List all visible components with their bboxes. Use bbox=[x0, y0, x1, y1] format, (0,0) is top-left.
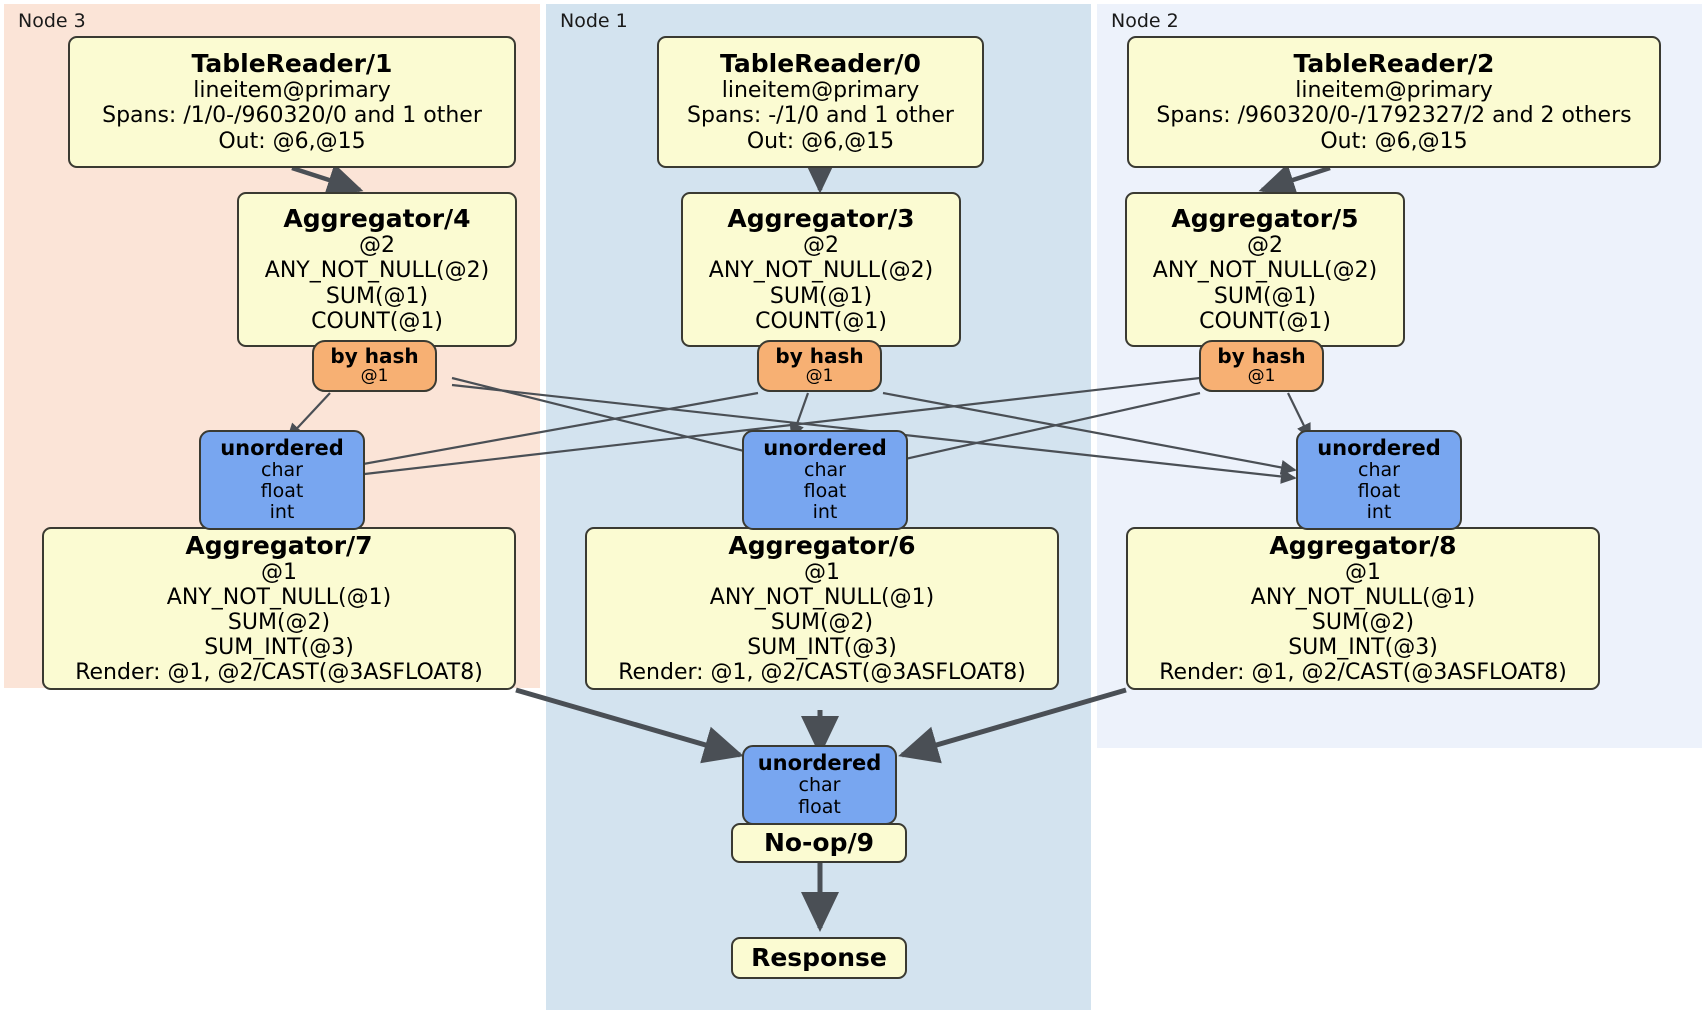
synchronizer-type: float bbox=[260, 479, 304, 502]
processor-detail-line: ANY_NOT_NULL(@1) bbox=[1250, 584, 1476, 610]
processor-detail-line: ANY_NOT_NULL(@2) bbox=[1152, 258, 1378, 284]
processor-detail-line: SUM(@1) bbox=[1213, 283, 1317, 309]
processor-title: Aggregator/5 bbox=[1171, 204, 1359, 234]
processor-detail-line: @1 bbox=[804, 559, 840, 585]
synchronizer-type: float bbox=[798, 795, 841, 818]
synchronizer-unordered-right[interactable]: unordered char float int bbox=[1296, 430, 1462, 530]
processor-detail-line: SUM(@2) bbox=[227, 609, 331, 635]
processor-title: No-op/9 bbox=[763, 828, 875, 857]
processor-aggregator-7[interactable]: Aggregator/7 @1 ANY_NOT_NULL(@1) SUM(@2)… bbox=[42, 527, 516, 690]
processor-title: Aggregator/8 bbox=[1269, 530, 1457, 560]
processor-detail-line: SUM_INT(@3) bbox=[1288, 635, 1438, 661]
processor-table-reader-0[interactable]: TableReader/0 lineitem@primary Spans: -/… bbox=[657, 36, 984, 168]
processor-noop-9[interactable]: No-op/9 bbox=[731, 823, 907, 863]
processor-title: TableReader/1 bbox=[191, 49, 393, 79]
processor-response[interactable]: Response bbox=[731, 937, 907, 979]
processor-aggregator-8[interactable]: Aggregator/8 @1 ANY_NOT_NULL(@1) SUM(@2)… bbox=[1126, 527, 1600, 690]
region-node-2-label: Node 2 bbox=[1111, 10, 1179, 32]
synchronizer-type: char bbox=[261, 458, 303, 481]
processor-title: Aggregator/7 bbox=[185, 530, 373, 560]
synchronizer-type: int bbox=[269, 501, 295, 524]
processor-detail-line: SUM_INT(@3) bbox=[204, 635, 354, 661]
processor-detail-line: @2 bbox=[359, 233, 395, 259]
processor-detail-line: SUM(@1) bbox=[769, 283, 873, 309]
synchronizer-type: char bbox=[804, 458, 846, 481]
processor-title: TableReader/0 bbox=[720, 49, 921, 79]
router-detail-line: @1 bbox=[805, 366, 834, 387]
router-title: by hash bbox=[1217, 343, 1306, 368]
processor-title: Response bbox=[751, 943, 887, 972]
router-by-hash-left[interactable]: by hash @1 bbox=[312, 340, 437, 392]
processor-detail-line: @1 bbox=[261, 559, 297, 585]
processor-table-reader-2[interactable]: TableReader/2 lineitem@primary Spans: /9… bbox=[1127, 36, 1661, 168]
synchronizer-unordered-left[interactable]: unordered char float int bbox=[199, 430, 365, 530]
synchronizer-title: unordered bbox=[220, 435, 344, 460]
processor-detail-line: @2 bbox=[803, 233, 839, 259]
synchronizer-type: char bbox=[798, 774, 841, 797]
synchronizer-type: char bbox=[1358, 458, 1400, 481]
synchronizer-unordered-center[interactable]: unordered char float int bbox=[742, 430, 908, 530]
processor-detail-line: ANY_NOT_NULL(@2) bbox=[264, 258, 490, 284]
synchronizer-title: unordered bbox=[763, 435, 887, 460]
processor-detail-line: lineitem@primary bbox=[1295, 78, 1493, 104]
processor-detail-line: Spans: /960320/0-/1792327/2 and 2 others bbox=[1156, 103, 1632, 129]
router-title: by hash bbox=[775, 343, 864, 368]
processor-detail-line: lineitem@primary bbox=[721, 78, 920, 104]
processor-detail-line: lineitem@primary bbox=[193, 78, 391, 104]
router-detail-line: @1 bbox=[1247, 366, 1276, 387]
processor-detail-line: Render: @1, @2/CAST(@3ASFLOAT8) bbox=[75, 660, 483, 686]
processor-detail-line: @1 bbox=[1345, 559, 1381, 585]
processor-title: Aggregator/3 bbox=[727, 204, 915, 234]
processor-title: Aggregator/6 bbox=[728, 530, 916, 560]
processor-detail-line: Render: @1, @2/CAST(@3ASFLOAT8) bbox=[618, 660, 1026, 686]
processor-detail-line: Spans: -/1/0 and 1 other bbox=[687, 103, 954, 129]
processor-detail-line: SUM(@1) bbox=[325, 283, 429, 309]
processor-table-reader-1[interactable]: TableReader/1 lineitem@primary Spans: /1… bbox=[68, 36, 516, 168]
processor-aggregator-4[interactable]: Aggregator/4 @2 ANY_NOT_NULL(@2) SUM(@1)… bbox=[237, 192, 517, 347]
synchronizer-type: float bbox=[803, 479, 847, 502]
router-detail-line: @1 bbox=[360, 366, 389, 387]
processor-aggregator-6[interactable]: Aggregator/6 @1 ANY_NOT_NULL(@1) SUM(@2)… bbox=[585, 527, 1059, 690]
processor-title: Aggregator/4 bbox=[283, 204, 471, 234]
synchronizer-unordered-final[interactable]: unordered char float bbox=[742, 745, 897, 825]
synchronizer-title: unordered bbox=[757, 751, 882, 776]
processor-detail-line: SUM_INT(@3) bbox=[747, 635, 897, 661]
processor-detail-line: ANY_NOT_NULL(@1) bbox=[166, 584, 392, 610]
processor-detail-line: ANY_NOT_NULL(@1) bbox=[709, 584, 935, 610]
processor-detail-line: Spans: /1/0-/960320/0 and 1 other bbox=[102, 103, 482, 129]
processor-aggregator-3[interactable]: Aggregator/3 @2 ANY_NOT_NULL(@2) SUM(@1)… bbox=[681, 192, 961, 347]
router-title: by hash bbox=[330, 343, 419, 368]
processor-detail-line: COUNT(@1) bbox=[1199, 308, 1331, 334]
processor-detail-line: Out: @6,@15 bbox=[218, 128, 366, 154]
synchronizer-title: unordered bbox=[1317, 435, 1441, 460]
processor-detail-line: SUM(@2) bbox=[770, 609, 874, 635]
region-node-3-label: Node 3 bbox=[18, 10, 86, 32]
processor-detail-line: Out: @6,@15 bbox=[746, 128, 895, 154]
processor-detail-line: ANY_NOT_NULL(@2) bbox=[708, 258, 934, 284]
processor-aggregator-5[interactable]: Aggregator/5 @2 ANY_NOT_NULL(@2) SUM(@1)… bbox=[1125, 192, 1405, 347]
synchronizer-type: int bbox=[812, 501, 838, 524]
router-by-hash-center[interactable]: by hash @1 bbox=[757, 340, 882, 392]
synchronizer-type: float bbox=[1357, 479, 1401, 502]
processor-detail-line: SUM(@2) bbox=[1311, 609, 1415, 635]
router-by-hash-right[interactable]: by hash @1 bbox=[1199, 340, 1324, 392]
processor-title: TableReader/2 bbox=[1293, 49, 1495, 79]
processor-detail-line: Out: @6,@15 bbox=[1320, 128, 1468, 154]
processor-detail-line: Render: @1, @2/CAST(@3ASFLOAT8) bbox=[1159, 660, 1567, 686]
processor-detail-line: COUNT(@1) bbox=[311, 308, 443, 334]
processor-detail-line: COUNT(@1) bbox=[755, 308, 887, 334]
processor-detail-line: @2 bbox=[1247, 233, 1283, 259]
region-node-1-label: Node 1 bbox=[560, 10, 628, 32]
synchronizer-type: int bbox=[1366, 501, 1392, 524]
